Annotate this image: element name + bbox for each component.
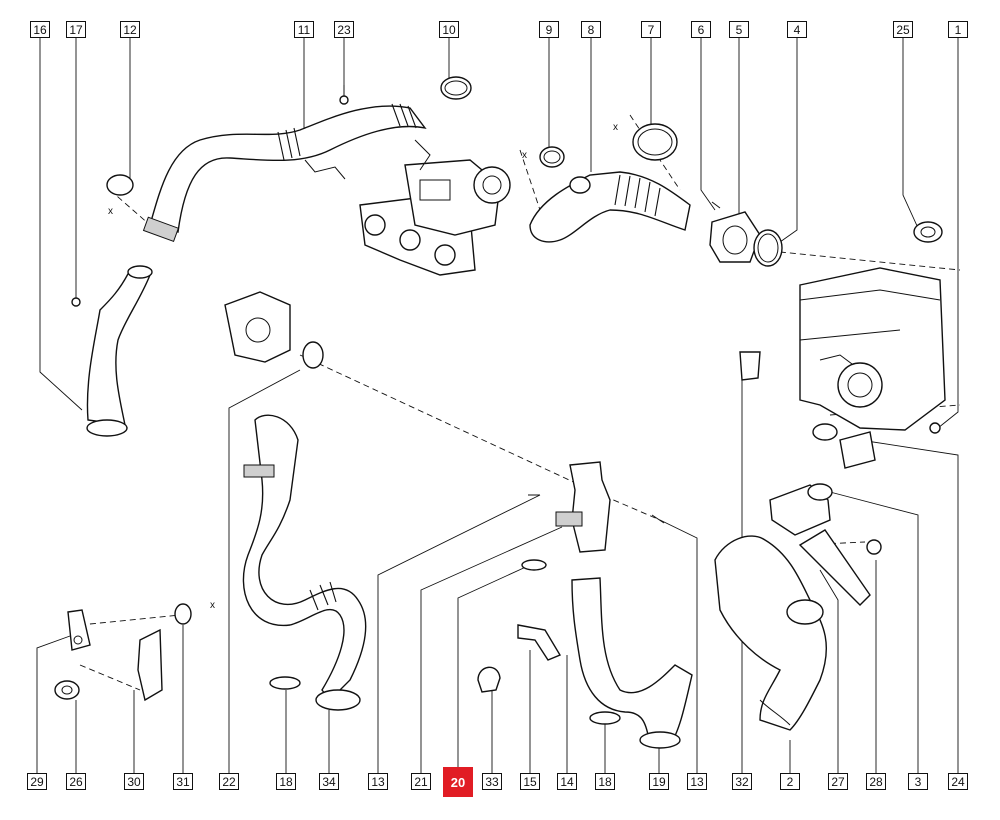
callout-21[interactable]: 21 bbox=[411, 773, 431, 790]
hose-16 bbox=[71, 265, 153, 437]
callout-27[interactable]: 27 bbox=[828, 773, 848, 790]
screw-6 bbox=[711, 201, 721, 209]
callout-12[interactable]: 12 bbox=[120, 21, 140, 38]
gasket-18-left bbox=[269, 676, 301, 690]
callout-15[interactable]: 15 bbox=[520, 773, 540, 790]
callout-16[interactable]: 16 bbox=[30, 21, 50, 38]
callout-31[interactable]: 31 bbox=[173, 773, 193, 790]
flange-5 bbox=[709, 211, 761, 263]
clamp-12 bbox=[106, 174, 134, 196]
axis-marker-top-left: x bbox=[108, 206, 113, 217]
air-duct-2 bbox=[714, 535, 828, 731]
callout-22[interactable]: 22 bbox=[219, 773, 239, 790]
gasket-4 bbox=[753, 229, 783, 267]
callout-28[interactable]: 28 bbox=[866, 773, 886, 790]
clamp-9 bbox=[539, 146, 565, 168]
callout-18-right[interactable]: 18 bbox=[595, 773, 615, 790]
leader-lines-top bbox=[39, 38, 959, 429]
axis-marker-center: x bbox=[522, 150, 527, 161]
callout-19[interactable]: 19 bbox=[649, 773, 669, 790]
callout-14[interactable]: 14 bbox=[557, 773, 577, 790]
callout-8[interactable]: 8 bbox=[581, 21, 601, 38]
callout-29[interactable]: 29 bbox=[27, 773, 47, 790]
hose-34 bbox=[242, 414, 367, 711]
callout-33[interactable]: 33 bbox=[482, 773, 502, 790]
bolt-23 bbox=[339, 85, 349, 105]
callout-1[interactable]: 1 bbox=[948, 21, 968, 38]
callout-3[interactable]: 3 bbox=[908, 773, 928, 790]
gasket-18-right bbox=[589, 711, 621, 725]
callout-18-left[interactable]: 18 bbox=[276, 773, 296, 790]
grommet-25 bbox=[913, 221, 943, 243]
heat-shield-32 bbox=[739, 351, 761, 381]
callout-2[interactable]: 2 bbox=[780, 773, 800, 790]
callout-30[interactable]: 30 bbox=[124, 773, 144, 790]
hose-11 bbox=[142, 103, 427, 243]
callout-6[interactable]: 6 bbox=[691, 21, 711, 38]
hose-3 bbox=[769, 483, 833, 536]
bolt-28 bbox=[866, 539, 882, 555]
engine-block-1 bbox=[799, 267, 946, 434]
bracket-27 bbox=[798, 529, 871, 606]
nut-31 bbox=[174, 603, 192, 625]
callout-9[interactable]: 9 bbox=[539, 21, 559, 38]
axis-marker-left-bottom: x bbox=[210, 600, 215, 611]
callout-10[interactable]: 10 bbox=[439, 21, 459, 38]
hose-8 bbox=[529, 171, 691, 243]
washer-26 bbox=[54, 680, 80, 700]
connector-21 bbox=[555, 461, 611, 553]
grommet-24 bbox=[812, 423, 876, 469]
callout-26[interactable]: 26 bbox=[66, 773, 86, 790]
hose-19 bbox=[571, 577, 693, 749]
bracket-29 bbox=[67, 609, 91, 651]
seal-20 bbox=[521, 559, 547, 571]
callout-25[interactable]: 25 bbox=[893, 21, 913, 38]
throttle-body bbox=[224, 291, 324, 369]
callout-23[interactable]: 23 bbox=[334, 21, 354, 38]
clamp-7 bbox=[632, 123, 678, 161]
callout-13-right[interactable]: 13 bbox=[687, 773, 707, 790]
axis-marker-top-center: x bbox=[613, 122, 618, 133]
callout-20-highlighted[interactable]: 20 bbox=[443, 767, 473, 797]
callout-5[interactable]: 5 bbox=[729, 21, 749, 38]
callout-34[interactable]: 34 bbox=[319, 773, 339, 790]
callout-13-left[interactable]: 13 bbox=[368, 773, 388, 790]
callout-32[interactable]: 32 bbox=[732, 773, 752, 790]
clip-33 bbox=[477, 666, 501, 693]
callout-4[interactable]: 4 bbox=[787, 21, 807, 38]
callout-11[interactable]: 11 bbox=[294, 21, 314, 38]
callout-7[interactable]: 7 bbox=[641, 21, 661, 38]
bracket-30 bbox=[137, 628, 163, 702]
bracket-15 bbox=[517, 624, 562, 661]
callout-17[interactable]: 17 bbox=[66, 21, 86, 38]
callout-24[interactable]: 24 bbox=[948, 773, 968, 790]
screw-13-right bbox=[651, 514, 665, 524]
turbo-manifold-assembly bbox=[359, 139, 511, 276]
